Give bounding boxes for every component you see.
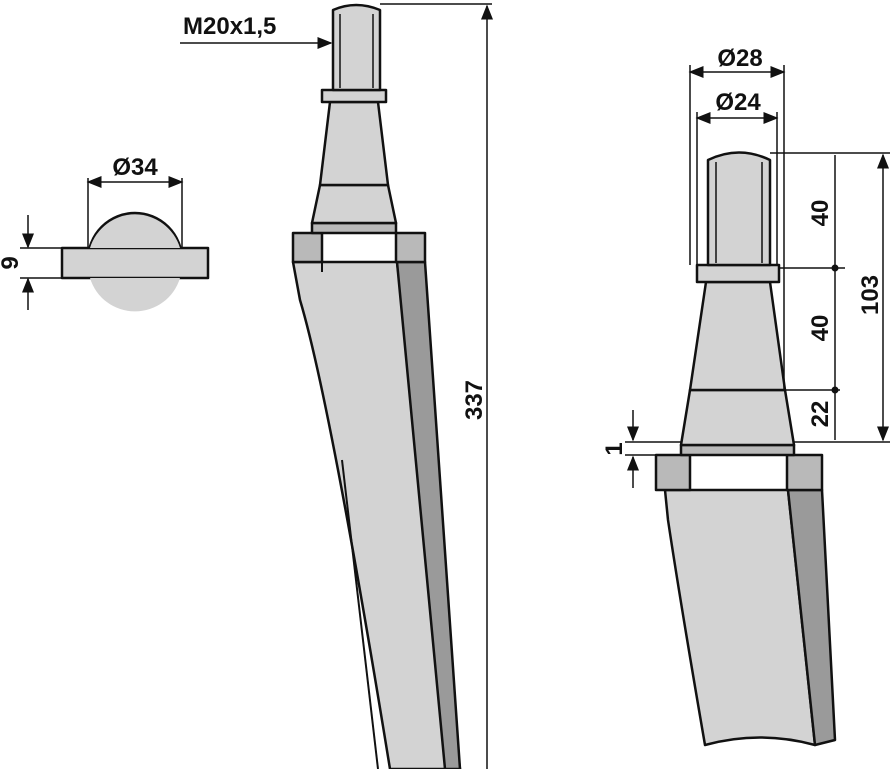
frustum-length-label: 22: [807, 401, 834, 428]
inner-diameter-label: Ø24: [715, 89, 761, 116]
outer-diameter-label: Ø28: [717, 45, 762, 72]
shaft-length-label: 40: [807, 200, 834, 227]
cross-section: Ø34 9: [0, 154, 210, 312]
total-length-label: 337: [461, 380, 488, 420]
tine-detail-view: Ø28 Ø24 40 40 22 103 1: [601, 45, 890, 747]
thread-label: M20x1,5: [183, 13, 276, 40]
top-total-label: 103: [857, 275, 884, 315]
gap-label: 1: [601, 442, 628, 455]
thickness-label: 9: [0, 256, 24, 269]
section-diameter-label: Ø34: [112, 154, 158, 181]
tine-side-view: M20x1,5 337: [180, 3, 493, 769]
cone-length-label: 40: [807, 315, 834, 342]
